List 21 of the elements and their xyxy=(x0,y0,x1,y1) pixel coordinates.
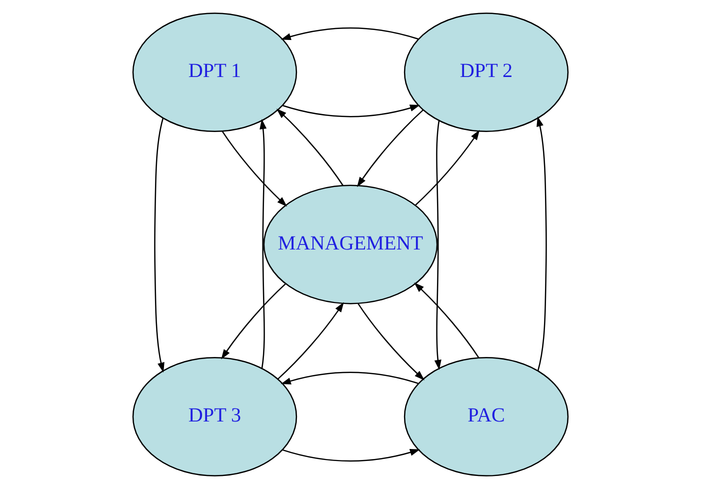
arrow xyxy=(282,449,420,462)
node-ellipse: PAC xyxy=(404,357,569,476)
arrow xyxy=(276,108,344,186)
arrow xyxy=(260,119,267,368)
arrow xyxy=(536,116,547,371)
arrow xyxy=(414,130,480,206)
arrow xyxy=(280,27,418,40)
arrow xyxy=(222,131,288,207)
arrow xyxy=(221,283,286,360)
arrow xyxy=(280,372,418,384)
arrow xyxy=(356,109,424,188)
arrow xyxy=(154,118,164,373)
arrow xyxy=(282,104,420,118)
node-ellipse: DPT 1 xyxy=(132,12,298,132)
arrow xyxy=(277,302,344,380)
arrow xyxy=(358,303,425,380)
arrow xyxy=(434,120,442,370)
node-ellipse: DPT 2 xyxy=(404,12,569,132)
node-ellipse: DPT 3 xyxy=(132,357,298,476)
node-ellipse: MANAGEMENT xyxy=(263,184,438,304)
arrow xyxy=(414,282,480,358)
